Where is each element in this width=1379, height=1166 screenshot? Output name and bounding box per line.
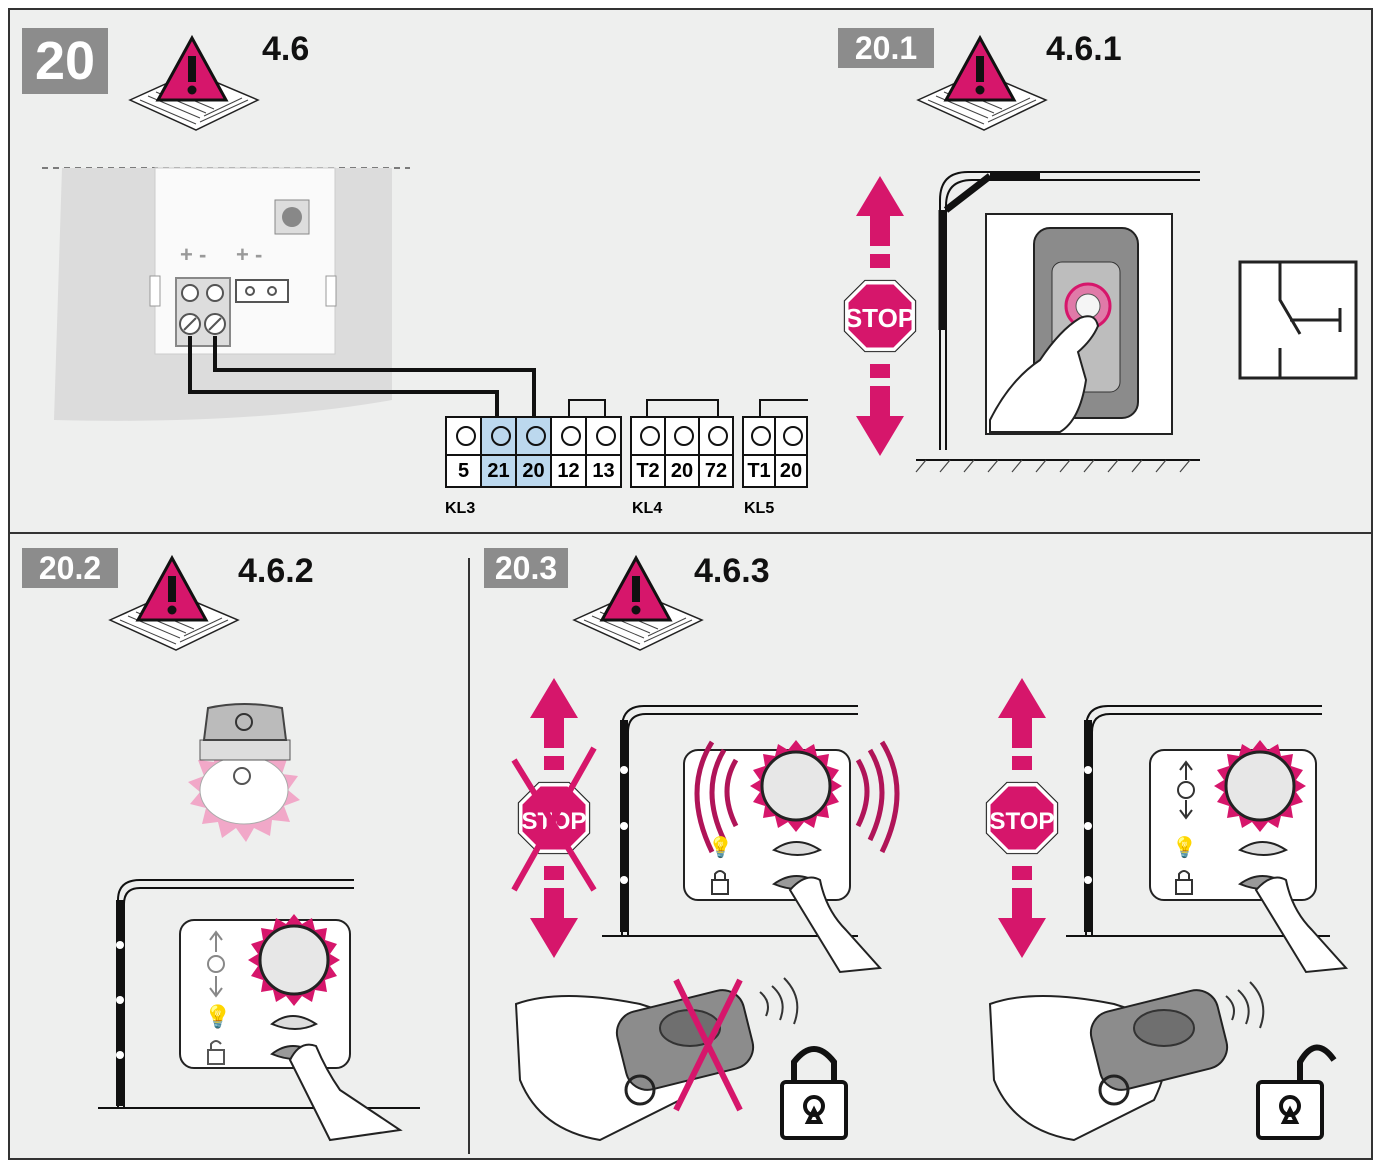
terminal-number: 21 xyxy=(480,454,517,488)
terminal-number: 20 xyxy=(664,454,700,488)
terminal-number: 5 xyxy=(445,454,482,488)
lamp-icon-20-2: 💡 xyxy=(204,1004,231,1029)
terminal-screw xyxy=(774,416,808,456)
svg-text:+ -: + - xyxy=(180,242,206,267)
remote-control-icon-20-3-b xyxy=(990,982,1263,1140)
terminal-screw xyxy=(445,416,482,456)
terminal-number: 12 xyxy=(550,454,587,488)
terminal-number: 20 xyxy=(515,454,552,488)
terminal-screw xyxy=(550,416,587,456)
padlock-closed-icon xyxy=(782,1082,846,1138)
terminal-block-label: KL3 xyxy=(445,500,475,518)
terminal-block-label: KL4 xyxy=(632,500,662,518)
lamp-icon-20-3-a: 💡 xyxy=(708,835,733,859)
terminal-block-label: KL5 xyxy=(744,500,774,518)
warning-manual-icon xyxy=(130,38,258,130)
svg-text:+ -: + - xyxy=(236,242,262,267)
terminal-screw xyxy=(480,416,517,456)
terminal-number: 72 xyxy=(698,454,734,488)
warning-manual-icon-20-2 xyxy=(110,558,238,650)
terminal-number: 20 xyxy=(774,454,808,488)
warning-manual-icon-20-3 xyxy=(574,558,702,650)
padlock-open-icon xyxy=(1258,1082,1322,1138)
terminal-screw xyxy=(742,416,776,456)
terminal-screw xyxy=(664,416,700,456)
lamp-icon-20-3-b: 💡 xyxy=(1172,835,1197,859)
remote-control-icon-20-3-a xyxy=(516,978,797,1140)
terminal-number: 13 xyxy=(585,454,622,488)
terminal-screw xyxy=(585,416,622,456)
warning-lamp-icon xyxy=(188,704,300,842)
terminal-number: T2 xyxy=(630,454,666,488)
terminal-screw xyxy=(630,416,666,456)
terminal-screw xyxy=(515,416,552,456)
stop-sign-text-20-3-b: STOP xyxy=(990,808,1055,835)
terminal-screw xyxy=(698,416,734,456)
terminal-number: T1 xyxy=(742,454,776,488)
warning-manual-icon-20-1 xyxy=(918,38,1046,130)
stop-sign-text-20-1: STOP xyxy=(845,303,915,333)
